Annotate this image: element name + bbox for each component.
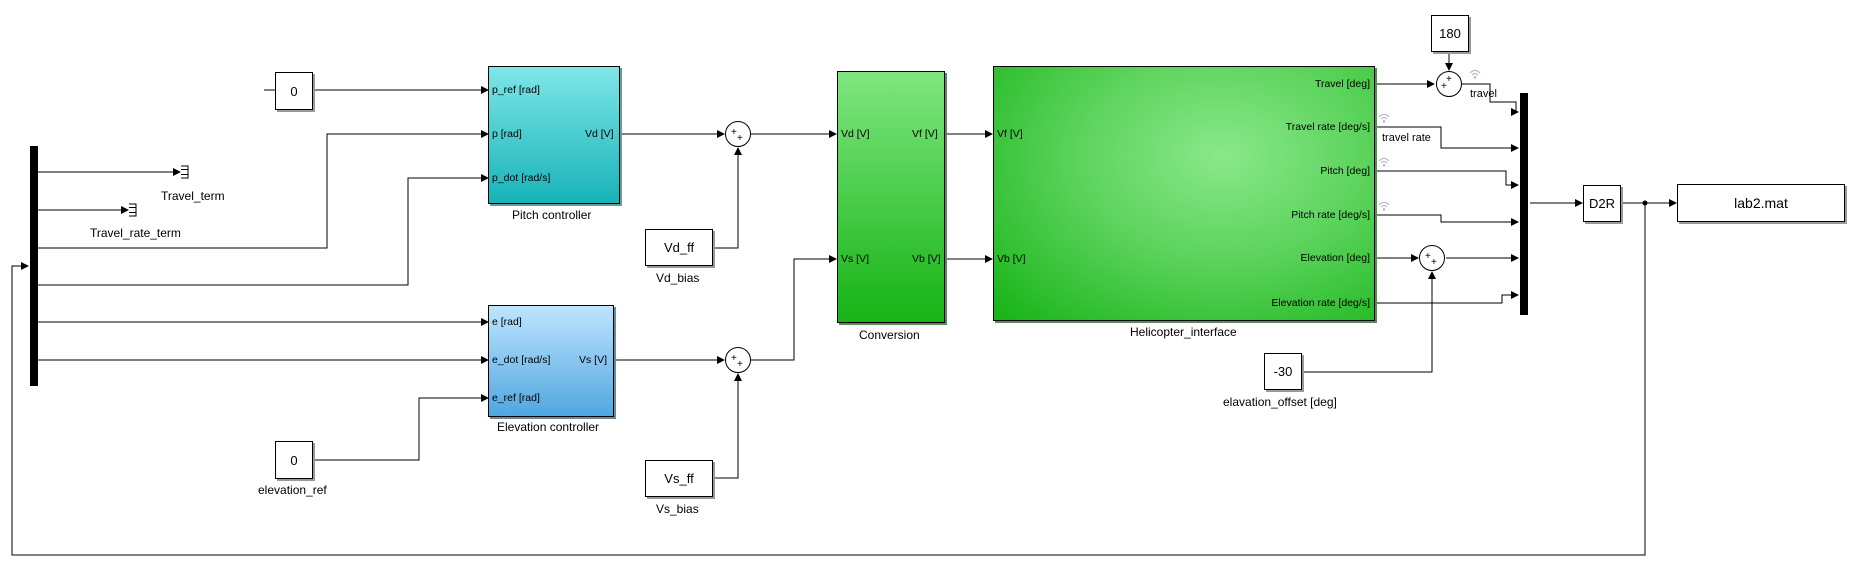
heli-output-elevation-rate: Elevation rate [deg/s] xyxy=(1271,297,1370,309)
pitch-controller-label: Pitch controller xyxy=(512,208,592,222)
elev-output-vs: Vs [V] xyxy=(579,354,608,366)
travel-term-label: Travel_term xyxy=(161,189,225,203)
elevation-ref-constant[interactable]: 0 xyxy=(275,441,313,479)
heli-output-travel-rate: Travel rate [deg/s] xyxy=(1285,121,1370,133)
mux-block[interactable] xyxy=(1520,93,1528,315)
heli-output-travel: Travel [deg] xyxy=(1314,78,1370,90)
p-ref-constant[interactable]: 0 xyxy=(275,72,313,110)
pitch-output-vd: Vd [V] xyxy=(585,128,614,140)
conversion-block[interactable] xyxy=(837,71,945,323)
test-point-icon xyxy=(1469,70,1481,79)
line-pdot xyxy=(37,174,489,286)
pitch-input-p-dot: p_dot [rad/s] xyxy=(492,172,551,184)
helicopter-interface-label: Helicopter_interface xyxy=(1130,325,1237,339)
demux-block[interactable] xyxy=(30,146,38,386)
heli-output-pitch: Pitch [deg] xyxy=(1320,165,1370,177)
heli-output-elevation: Elevation [deg] xyxy=(1300,252,1370,264)
line-offset-sum xyxy=(1283,271,1436,373)
vd-bias-label: Vd_bias xyxy=(656,271,700,285)
line-sum-conv-vs xyxy=(751,255,837,361)
vs-sum-block[interactable]: + + xyxy=(725,347,751,373)
travel-offset-constant[interactable]: 180 xyxy=(1431,15,1469,52)
test-point-icon xyxy=(1378,114,1390,123)
conversion-input-vs: Vs [V] xyxy=(841,253,870,265)
travel-rate-signal-label: travel rate xyxy=(1382,132,1431,144)
elevation-ref-label: elevation_ref xyxy=(258,483,327,497)
conversion-label: Conversion xyxy=(859,328,920,342)
conversion-input-vd: Vd [V] xyxy=(841,128,870,140)
elevation-sum-block[interactable]: + + xyxy=(1419,245,1445,271)
line-pitch-mux xyxy=(1374,170,1519,189)
line-vdff-sum xyxy=(714,147,742,249)
helicopter-interface-block[interactable] xyxy=(993,66,1375,321)
travel-signal-label: travel xyxy=(1470,88,1497,100)
line-eref xyxy=(314,394,489,461)
branch-point xyxy=(1642,200,1648,206)
pitch-input-p: p [rad] xyxy=(492,128,522,140)
test-point-icon xyxy=(1378,158,1390,167)
vs-bias-label: Vs_bias xyxy=(656,502,699,516)
test-point-icon xyxy=(1378,202,1390,211)
to-file-block[interactable]: lab2.mat xyxy=(1677,184,1845,222)
conversion-output-vb: Vb [V] xyxy=(912,253,941,265)
travel-terminator[interactable] xyxy=(180,165,190,179)
line-travelrate-mux xyxy=(1374,126,1519,152)
elevation-offset-constant[interactable]: -30 xyxy=(1264,353,1302,390)
conversion-output-vf: Vf [V] xyxy=(912,128,938,140)
elevation-controller-block[interactable] xyxy=(488,305,614,417)
line-feedback xyxy=(11,203,1646,556)
heli-input-vb: Vb [V] xyxy=(997,253,1026,265)
travel-sum-block[interactable]: + + xyxy=(1436,71,1462,97)
line-p xyxy=(37,130,489,249)
line-vsff-sum xyxy=(714,373,742,479)
pitch-input-p-ref: p_ref [rad] xyxy=(492,84,540,96)
pitch-controller-block[interactable] xyxy=(488,66,620,204)
travel-rate-terminator[interactable] xyxy=(128,203,138,217)
vd-sum-block[interactable]: + + xyxy=(725,121,751,147)
elev-input-e-ref: e_ref [rad] xyxy=(492,392,540,404)
vd-ff-constant[interactable]: Vd_ff xyxy=(645,229,713,266)
heli-output-pitch-rate: Pitch rate [deg/s] xyxy=(1291,209,1370,221)
heli-input-vf: Vf [V] xyxy=(997,128,1023,140)
travel-rate-term-label: Travel_rate_term xyxy=(90,226,181,240)
d2r-gain-block[interactable]: D2R xyxy=(1583,185,1621,222)
elev-input-e: e [rad] xyxy=(492,316,522,328)
elevation-offset-label: elavation_offset [deg] xyxy=(1223,395,1337,409)
line-pitchrate-mux xyxy=(1374,214,1519,226)
line-elevrate-mux xyxy=(1374,291,1519,304)
elevation-controller-label: Elevation controller xyxy=(497,420,600,434)
line-travel-mux xyxy=(1462,83,1519,116)
elev-input-e-dot: e_dot [rad/s] xyxy=(492,354,551,366)
vs-ff-constant[interactable]: Vs_ff xyxy=(645,460,713,497)
